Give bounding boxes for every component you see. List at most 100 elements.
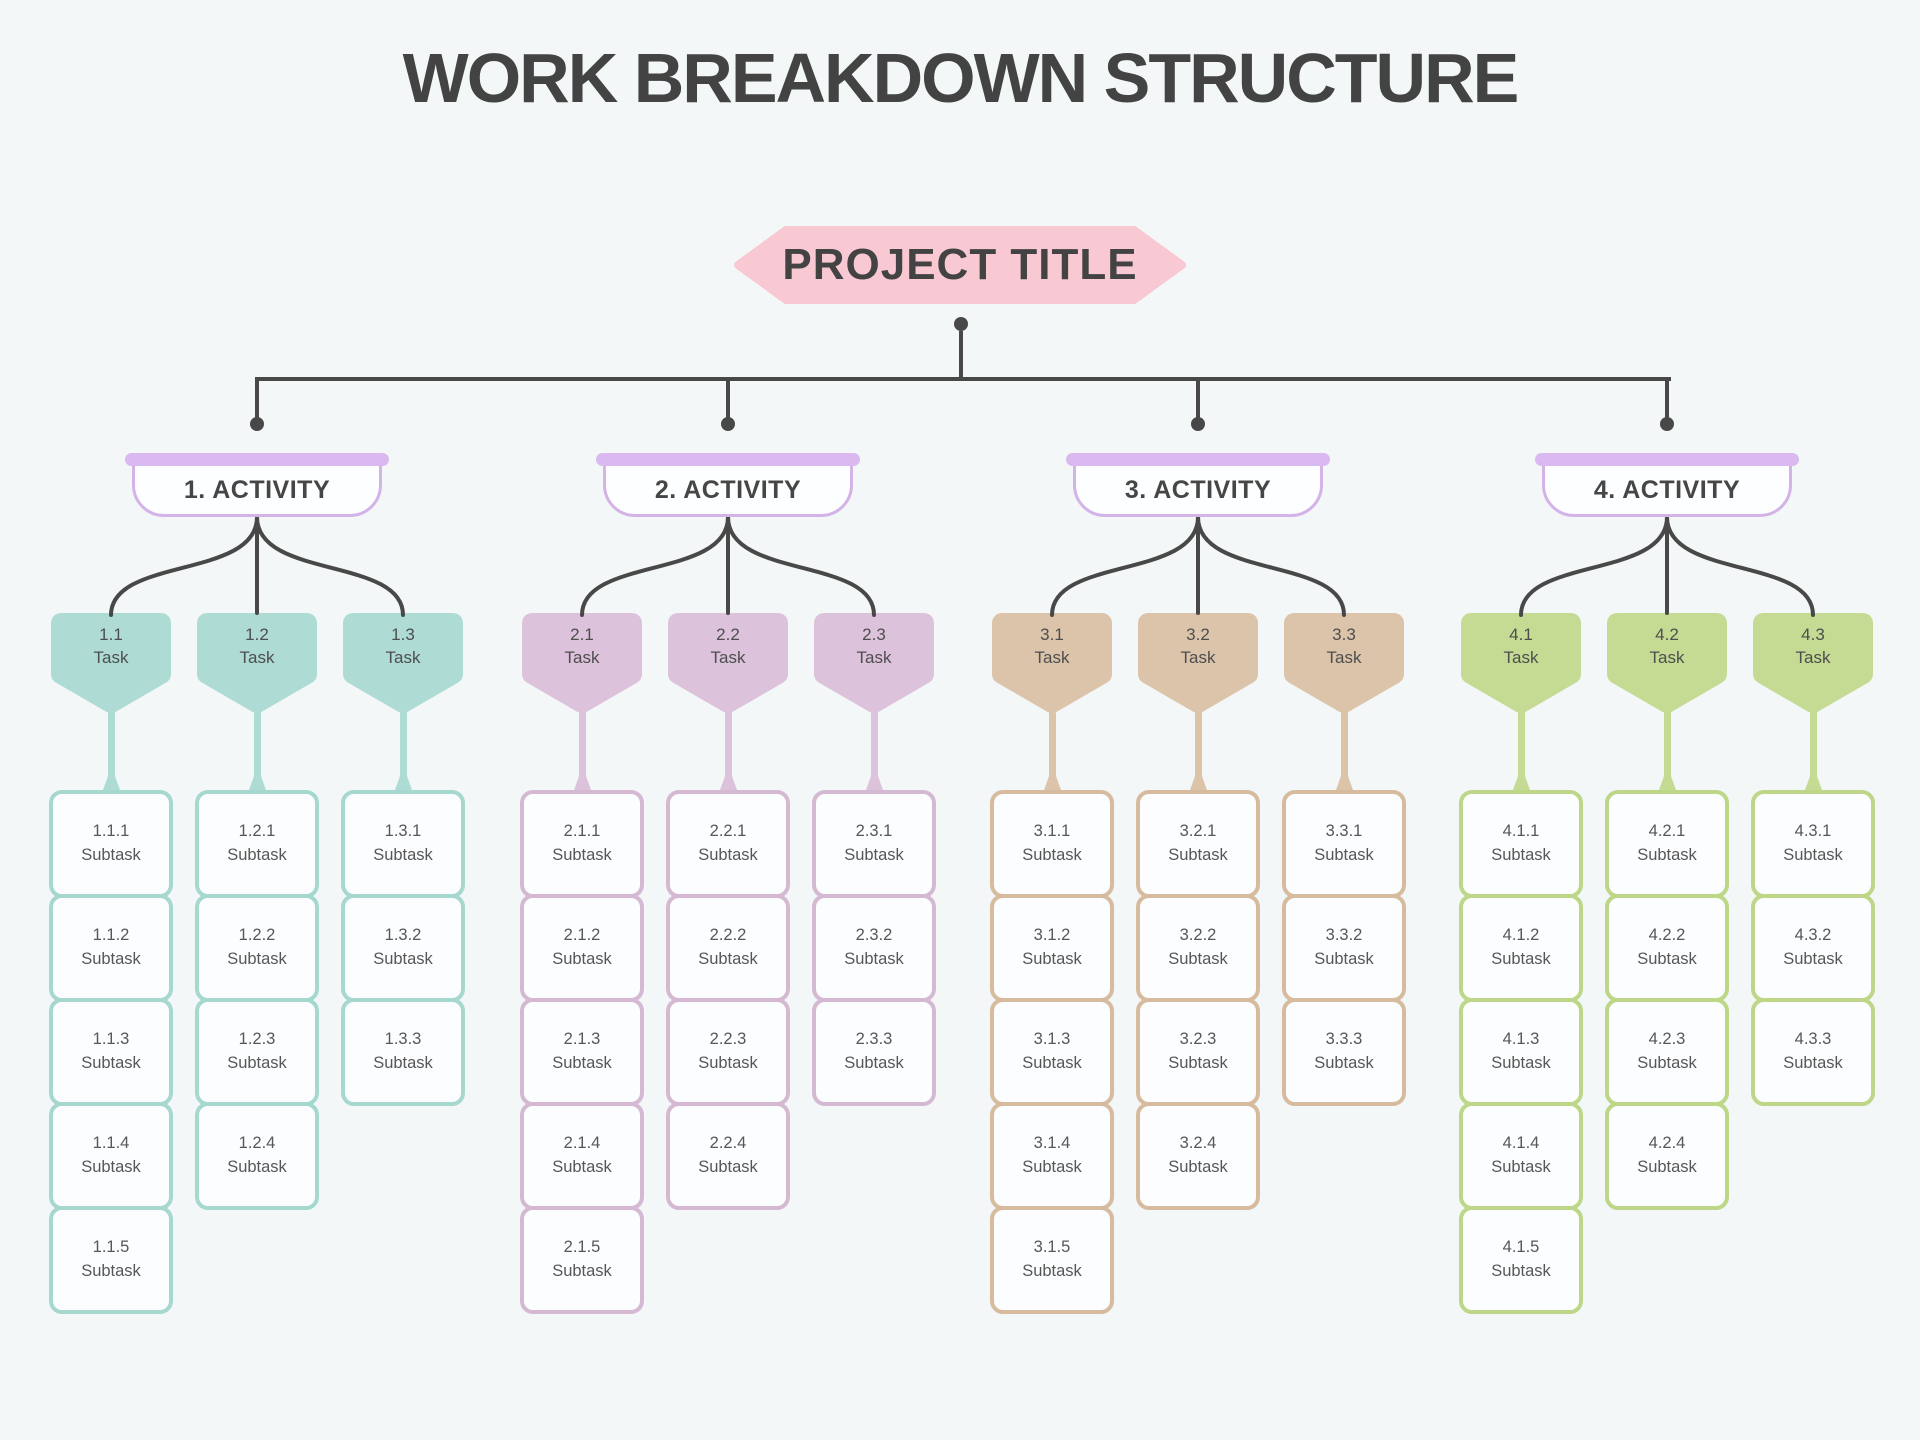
task-badge-polygon (1753, 613, 1873, 713)
subtask-id: 1.3.1 (384, 822, 422, 841)
fan-connector (580, 517, 876, 617)
subtask-label: Subtask (1783, 1054, 1843, 1072)
subtask-id: 3.1.2 (1033, 926, 1071, 945)
subtask-label: Subtask (844, 846, 904, 864)
trunk-dot-activity-4 (1660, 417, 1674, 431)
subtask-label: Subtask (552, 1262, 612, 1280)
trunk-dot-activity-1 (250, 417, 264, 431)
subtask-label: Subtask (1168, 950, 1228, 968)
task-label: Task (1795, 648, 1831, 667)
subtask-label: Subtask (81, 950, 141, 968)
subtask-label: Subtask (1314, 950, 1374, 968)
task-label: Task (1503, 648, 1539, 667)
subtask-label: Subtask (698, 1158, 758, 1176)
subtask-label: Subtask (227, 1054, 287, 1072)
fan-connector (1519, 517, 1815, 617)
task-stem (1044, 702, 1061, 790)
activity-header-bar (1066, 453, 1330, 466)
subtask-id: 4.1.5 (1502, 1238, 1540, 1257)
task-badge-shape (814, 613, 934, 713)
task-badge-polygon (1607, 613, 1727, 713)
subtask-label: Subtask (81, 1054, 141, 1072)
subtask-label: Subtask (1022, 950, 1082, 968)
subtask-id: 3.3.2 (1325, 926, 1363, 945)
task-stem (1190, 702, 1207, 790)
project-banner-shape (734, 226, 1186, 304)
fan-path-left (1050, 517, 1200, 617)
subtask-label: Subtask (373, 846, 433, 864)
task-badge-polygon (1284, 613, 1404, 713)
task-stem (866, 702, 883, 790)
activity-header: 3. ACTIVITY (1073, 459, 1323, 517)
task-badge-polygon (1461, 613, 1581, 713)
task-label: Task (1649, 648, 1685, 667)
subtask-label: Subtask (1491, 950, 1551, 968)
task-badge-shape (1753, 613, 1873, 713)
activity-header: 1. ACTIVITY (132, 459, 382, 517)
activity-header-bar (596, 453, 860, 466)
subtask-id: 2.2.1 (709, 822, 747, 841)
task-label: Task (93, 648, 129, 667)
task-label: Task (564, 648, 600, 667)
subtask-id: 4.1.2 (1502, 926, 1540, 945)
subtask-id: 3.1.5 (1033, 1238, 1071, 1257)
subtask-label: Subtask (698, 950, 758, 968)
activity-label: 1. ACTIVITY (183, 475, 331, 504)
subtask-id: 3.3.3 (1325, 1030, 1363, 1049)
trunk-drop-activity-4 (1665, 381, 1669, 419)
subtask-label: Subtask (373, 1054, 433, 1072)
fan-path-left (580, 517, 730, 617)
subtask-id: 3.1.1 (1033, 822, 1071, 841)
task-stem (1805, 702, 1822, 790)
task-badge-shape (197, 613, 317, 713)
trunk-vline-project (959, 331, 963, 377)
subtask-label: Subtask (1491, 1158, 1551, 1176)
activity-header-bar (125, 453, 389, 466)
activity-header: 4. ACTIVITY (1542, 459, 1792, 517)
subtask-id: 1.1.3 (92, 1030, 130, 1049)
subtask-id: 2.2.2 (709, 926, 747, 945)
subtask-id: 2.3.1 (855, 822, 893, 841)
subtask-id: 4.3.3 (1794, 1030, 1832, 1049)
subtask-label: Subtask (1022, 846, 1082, 864)
task-badge-shape (343, 613, 463, 713)
subtask-id: 2.3.3 (855, 1030, 893, 1049)
subtask-id: 1.1.2 (92, 926, 130, 945)
task-id: 1.3 (391, 625, 415, 645)
task-badge-polygon (197, 613, 317, 713)
page-title: WORK BREAKDOWN STRUCTURE (402, 39, 1520, 117)
subtask-label: Subtask (844, 950, 904, 968)
task-badge-polygon (992, 613, 1112, 713)
task-id: 4.3 (1801, 625, 1825, 645)
subtask-label: Subtask (1491, 846, 1551, 864)
subtask-id: 1.2.1 (238, 822, 276, 841)
trunk-drop-activity-2 (726, 381, 730, 419)
subtask-id: 4.3.1 (1794, 822, 1832, 841)
task-stem (1659, 702, 1676, 790)
trunk-drop-activity-3 (1196, 381, 1200, 419)
subtask-id: 3.2.1 (1179, 822, 1217, 841)
